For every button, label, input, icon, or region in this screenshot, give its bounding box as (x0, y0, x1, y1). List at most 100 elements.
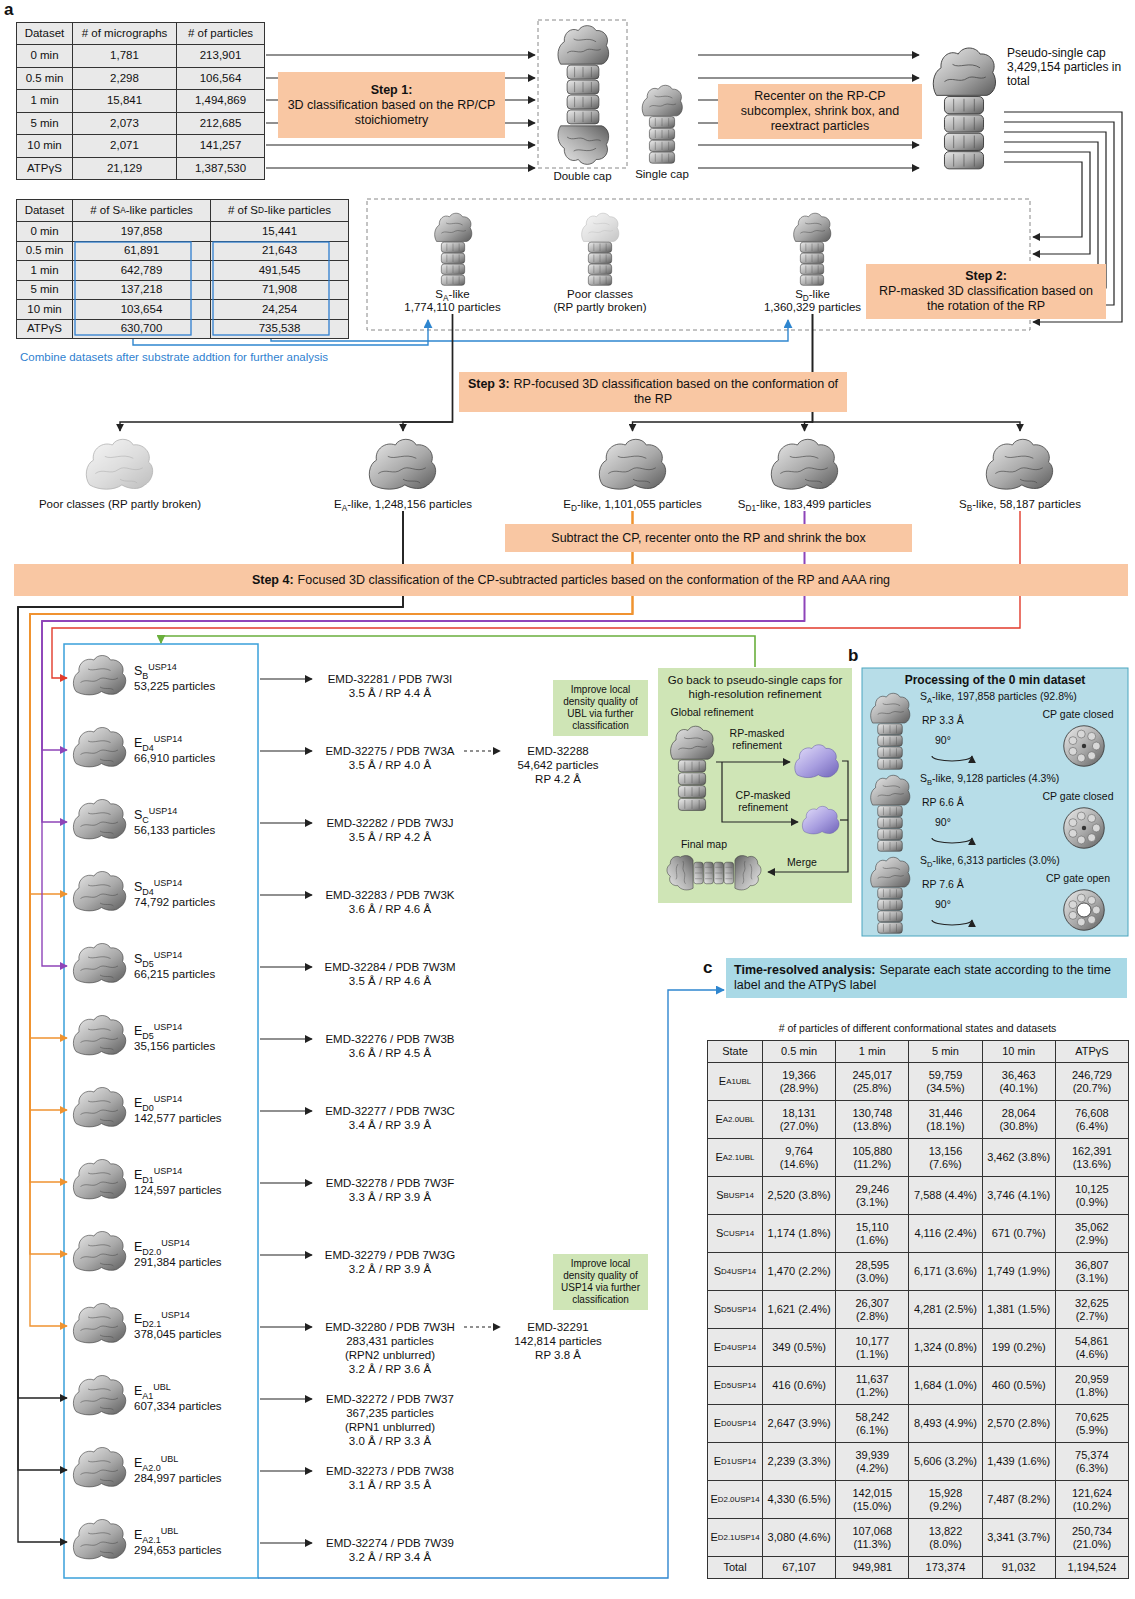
label-text: EMD-32291 (502, 1320, 614, 1334)
step-box: Recenter on the RP-CP subcomplex, shrink… (718, 84, 922, 139)
table-cell: 35,062 (2.9%) (1055, 1214, 1129, 1253)
table-cell: 21,129 (72, 157, 177, 181)
table-cell: 2,071 (72, 134, 177, 158)
table-cell: 10 min (982, 1040, 1056, 1063)
step-box: Step 4:Focused 3D classification of the … (14, 564, 1128, 596)
table-cell: SD4USP14 (707, 1252, 763, 1291)
superscript: USP14 (154, 1166, 183, 1176)
table-cell: 2,647 (3.9%) (762, 1404, 836, 1443)
table-cell: EA1UBL (707, 1062, 763, 1101)
table-cell: SCUSP14 (707, 1214, 763, 1253)
label-text: 142,814 particles (502, 1334, 614, 1348)
table-cell: 250,734 (21.0%) (1055, 1518, 1129, 1557)
state-node: SD4USP1474,792 particles (68, 864, 258, 924)
label-text: EMD-32272 / PDB 7W37 (300, 1392, 480, 1406)
subscript: B (927, 778, 932, 787)
label-text: 90° (935, 898, 975, 910)
node-text: 1,774,110 particles (395, 301, 510, 314)
table-cell: 1,387,530 (176, 157, 265, 181)
table-cell: 13,156 (7.6%) (908, 1138, 982, 1177)
table-cell: 1,439 (1.6%) (982, 1442, 1056, 1481)
map-node: EA-like, 1,248,156 particles (318, 432, 488, 511)
label-text: 90° (935, 734, 975, 746)
table-cell: ED2.0USP14 (707, 1480, 763, 1519)
table-cell: SBUSP14 (707, 1176, 763, 1215)
table-cell: 2,520 (3.8%) (762, 1176, 836, 1215)
label-text: EMD-32279 / PDB 7W3G (300, 1248, 480, 1262)
connector (42, 511, 805, 822)
state-node: EA2.0UBL284,997 particles (68, 1440, 258, 1500)
node-text: EA2.0UBL (134, 1455, 258, 1471)
connector (30, 511, 633, 1326)
node-text: SCUSP14 (134, 807, 258, 823)
table-cell: 4,281 (2.5%) (908, 1290, 982, 1329)
superscript: USP14 (154, 1022, 183, 1032)
table-cell: 3,080 (4.6%) (762, 1518, 836, 1557)
label-text: 3.2 Å / RP 3.9 Å (300, 1262, 480, 1276)
subscript: A (927, 696, 932, 705)
table-cell: ED4USP14 (707, 1328, 763, 1367)
table-cell: ED5USP14 (707, 1366, 763, 1405)
node-text: ED0USP14 (134, 1095, 258, 1111)
table-cell: State (707, 1040, 763, 1063)
label-text: EMD-32277 / PDB 7W3C (300, 1104, 480, 1118)
table-cell: ATPγS (1055, 1040, 1129, 1063)
table-cell: 630,700 (72, 319, 211, 340)
superscript: UBL (161, 1526, 179, 1536)
node-text: ED1USP14 (134, 1167, 258, 1183)
table-cell: 137,218 (72, 280, 211, 301)
table-cell: 0 min (16, 221, 73, 242)
map-node: SA-like1,774,110 particles (395, 210, 510, 314)
label-text: EMD-32278 / PDB 7W3F (300, 1176, 480, 1190)
table-cell: 246,729 (20.7%) (1055, 1062, 1129, 1101)
label-text: EMD-32274 / PDB 7W39 (300, 1536, 480, 1550)
step-box: Subtract the CP, recenter onto the RP an… (505, 524, 912, 552)
label-text: c (703, 958, 723, 978)
label-text: 3.3 Å / RP 3.9 Å (300, 1190, 480, 1204)
table-cell: 29,246 (3.1%) (835, 1176, 909, 1215)
node-text: 124,597 particles (134, 1183, 258, 1197)
table-cell: 61,891 (72, 241, 211, 262)
node-text: Pseudo-single cap 3,429,154 particles in… (1007, 46, 1131, 88)
node-text: Single cap (630, 168, 694, 181)
label-text: CP-masked refinement (728, 789, 798, 813)
state-node: SBUSP1453,225 particles (68, 648, 258, 708)
connector (18, 511, 403, 1542)
table-cell: 28,064 (30.8%) (982, 1100, 1056, 1139)
node-text: ED-like, 1,101,055 particles (545, 498, 720, 511)
label-text: RP 6.6 Å (922, 796, 982, 808)
table-cell: 0.5 min (762, 1040, 836, 1063)
node-text: SB-like, 58,187 particles (930, 498, 1110, 511)
map-node: Double cap (538, 22, 627, 183)
map-node: Single cap (630, 22, 694, 181)
label-text: 3.2 Å / RP 3.6 Å (300, 1362, 480, 1376)
text-line: Step 3:RP-focused 3D classification base… (467, 377, 839, 407)
label-text: RP 3.3 Å (922, 714, 982, 726)
table-cell: 31,446 (18.1%) (908, 1100, 982, 1139)
step-box: Step 3:RP-focused 3D classification base… (459, 372, 847, 412)
subscript: D0 (142, 1103, 154, 1113)
connector (18, 511, 403, 1398)
node-text: Go back to pseudo-single caps for high-r… (664, 673, 846, 701)
table-cell: ED1USP14 (707, 1442, 763, 1481)
node-text: ED5USP14 (134, 1023, 258, 1039)
state-node: ED2.0USP14291,384 particles (68, 1224, 258, 1284)
node-text: 378,045 particles (134, 1327, 258, 1341)
table-cell: 11,637 (1.2%) (835, 1366, 909, 1405)
node-text: SBUSP14 (134, 663, 258, 679)
table-cell: # of SD-like particles (210, 199, 349, 222)
label-text: EMD-32281 / PDB 7W3I (300, 672, 480, 686)
node-text: Step 4: (252, 573, 294, 587)
label-text: SD-like, 6,313 particles (3.0%) (920, 854, 1124, 866)
table-cell: 130,748 (13.8%) (835, 1100, 909, 1139)
map-node: Poor classes (RP partly broken) (25, 432, 215, 511)
table-cell: 1,194,524 (1055, 1556, 1129, 1579)
subscript: B (142, 671, 148, 681)
node-text: Improve local density quality of UBL via… (558, 684, 643, 732)
label-text: 3.4 Å / RP 3.9 Å (300, 1118, 480, 1132)
states-frame (64, 644, 258, 1578)
map-node: SD-like1,360,329 particles (755, 210, 870, 314)
table-cell: 5 min (16, 112, 73, 136)
table-cell: 2,239 (3.3%) (762, 1442, 836, 1481)
connector (403, 314, 453, 431)
